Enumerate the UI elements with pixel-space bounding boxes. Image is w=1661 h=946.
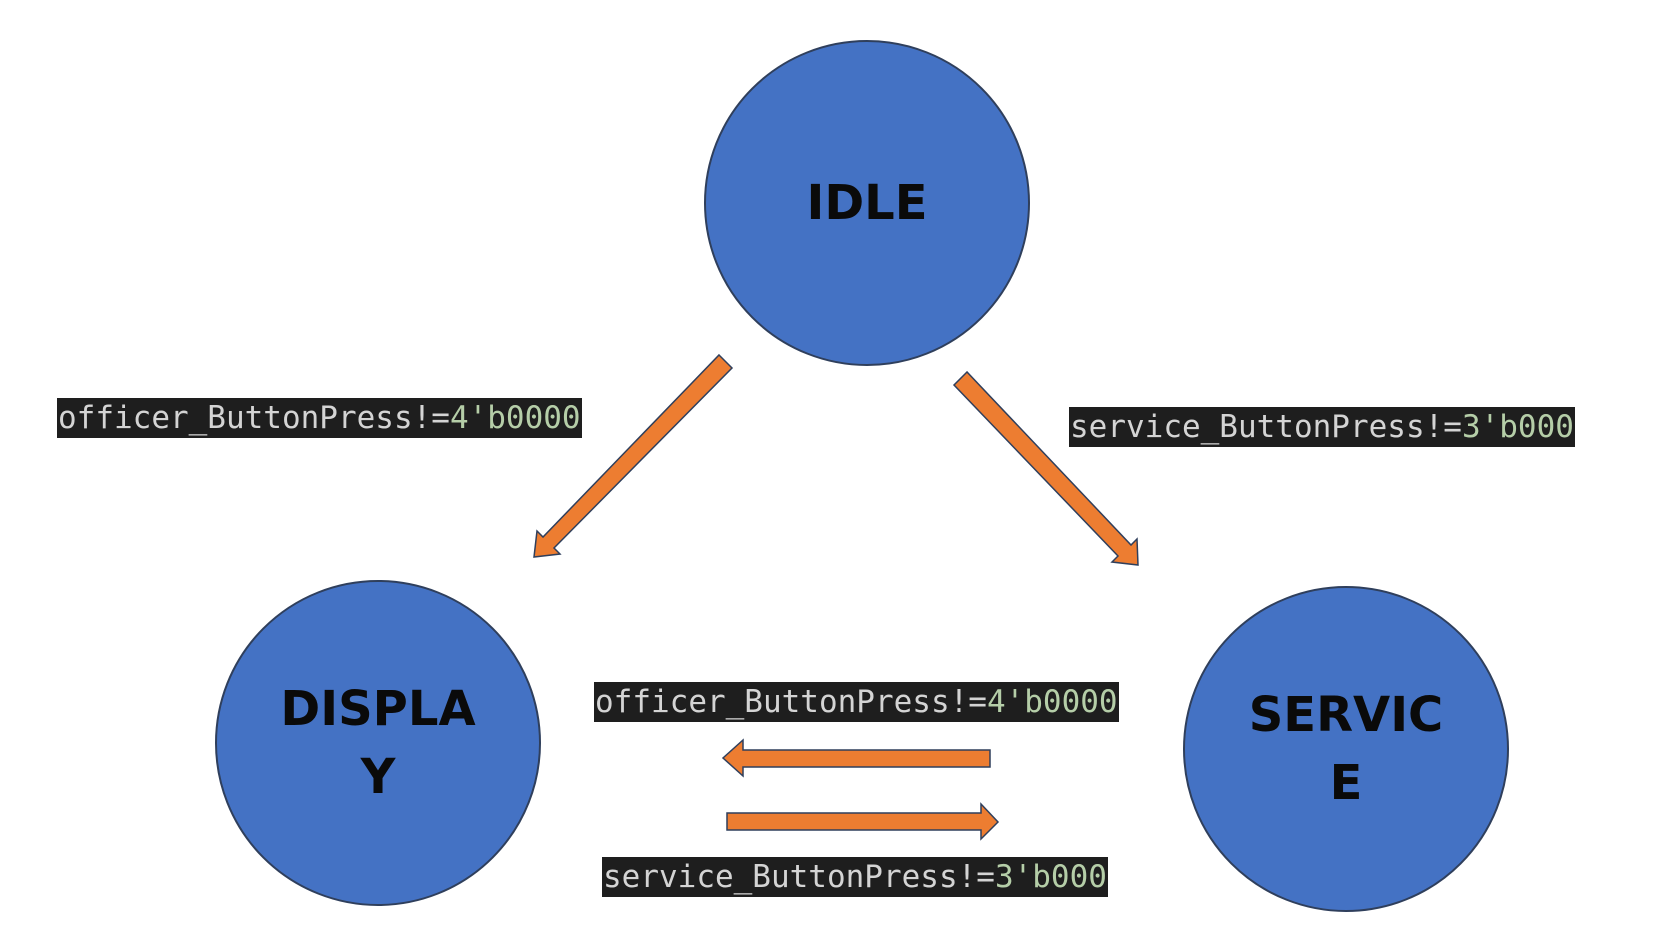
arrow-display-to-service	[726, 802, 1000, 841]
arrow-idle-to-service	[952, 370, 1139, 566]
arrow-idle-to-display	[533, 353, 734, 558]
condition-service-to-display: officer_ButtonPress!=4'b0000	[594, 682, 1119, 722]
state-display: DISPLA Y	[215, 580, 541, 906]
state-idle-label: IDLE	[806, 175, 928, 231]
condition-value: 4'b0000	[986, 684, 1118, 720]
condition-value: 3'b000	[994, 859, 1107, 895]
condition-value: 4'b0000	[449, 400, 581, 436]
condition-idle-to-service: service_ButtonPress!=3'b000	[1069, 407, 1575, 447]
condition-variable: officer_ButtonPress	[58, 400, 413, 436]
condition-operator: !=	[412, 400, 450, 436]
condition-operator: !=	[1424, 409, 1462, 445]
state-service: SERVIC E	[1183, 586, 1509, 912]
condition-variable: service_ButtonPress	[1070, 409, 1425, 445]
condition-idle-to-display: officer_ButtonPress!=4'b0000	[57, 398, 582, 438]
condition-variable: service_ButtonPress	[603, 859, 958, 895]
condition-operator: !=	[949, 684, 987, 720]
condition-display-to-service: service_ButtonPress!=3'b000	[602, 857, 1108, 897]
condition-variable: officer_ButtonPress	[595, 684, 950, 720]
state-idle: IDLE	[704, 40, 1030, 366]
arrow-service-to-display	[721, 738, 991, 778]
condition-operator: !=	[957, 859, 995, 895]
state-display-label: DISPLA Y	[280, 681, 476, 805]
condition-value: 3'b000	[1461, 409, 1574, 445]
state-service-label: SERVIC E	[1248, 687, 1444, 811]
